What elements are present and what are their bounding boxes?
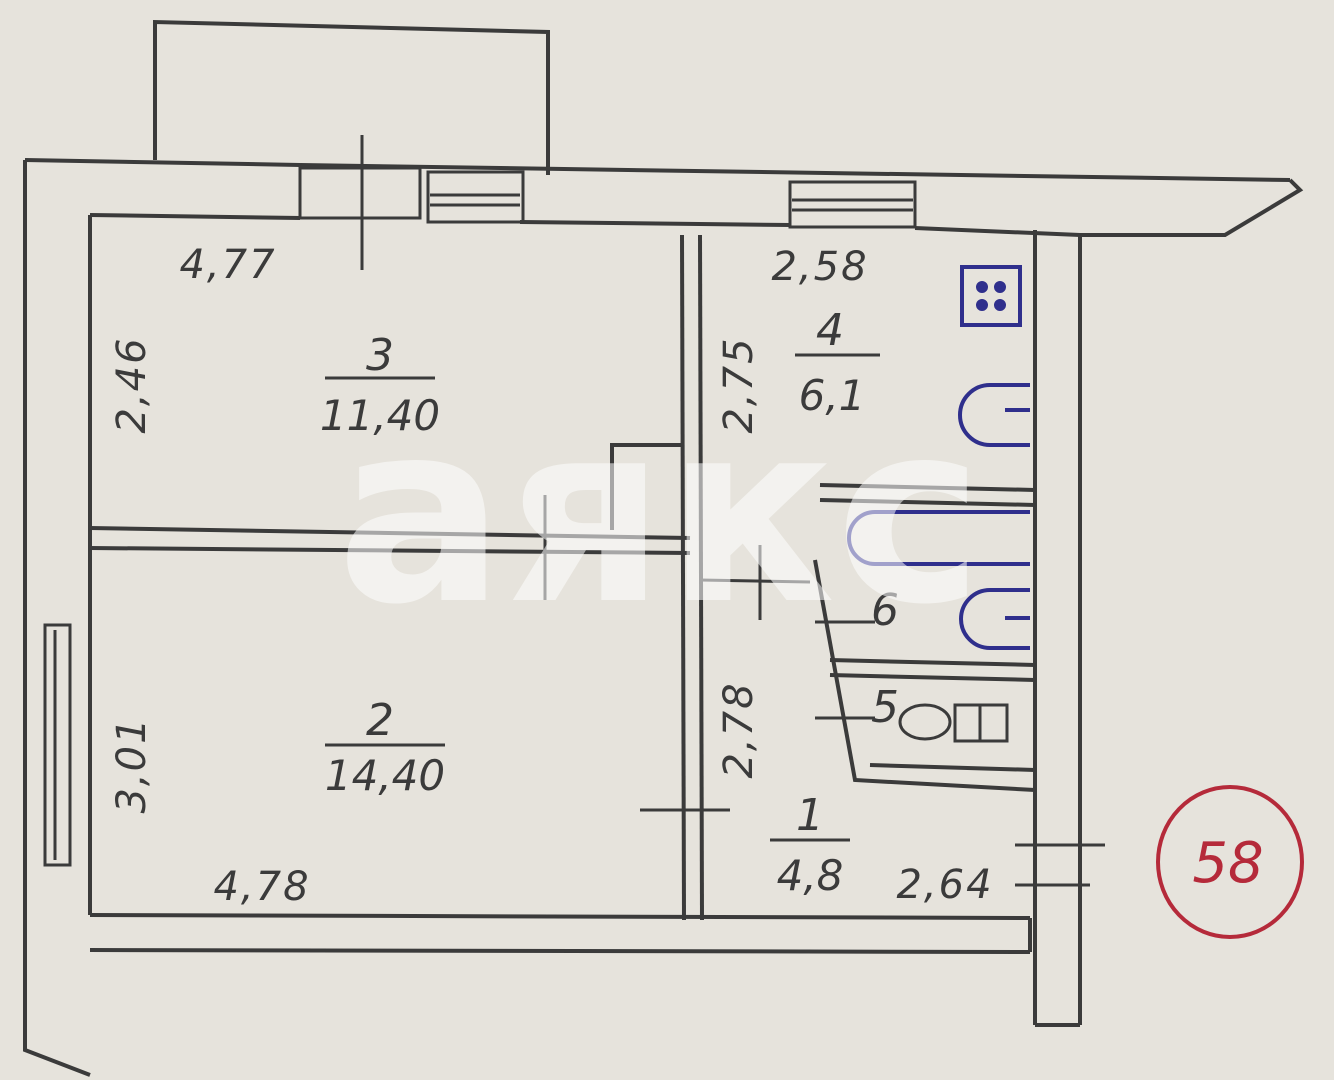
fraction-bars <box>325 353 880 842</box>
bath-wall-bottom-2 <box>829 673 1036 682</box>
stove-icon <box>960 265 1022 327</box>
washbasin-icon <box>959 588 1030 650</box>
wc-wall-diagonal <box>813 559 1036 792</box>
partition-3-2-bottom <box>89 546 691 555</box>
dim-hall-width: 2,64 <box>896 862 993 908</box>
door-marks <box>543 495 1105 887</box>
room-1-area: 4,8 <box>777 851 844 900</box>
dim-room-4-depth: 2,75 <box>716 336 762 433</box>
closet-nook <box>610 443 682 530</box>
walls <box>23 19 1304 1077</box>
room-5-number: 5 <box>871 682 899 733</box>
room-2-number: 2 <box>366 695 394 746</box>
partition-vertical-right <box>698 234 704 921</box>
stamp-circle <box>1156 785 1304 939</box>
bath-wall-top <box>819 483 1036 492</box>
partition-3-2-top <box>89 526 691 540</box>
bath-wall-bottom <box>829 658 1036 667</box>
door-mark-3 <box>699 578 811 584</box>
window-room-3 <box>426 170 525 224</box>
kitchen-sink-icon <box>958 383 1030 447</box>
toilet-bowl <box>898 703 952 741</box>
dim-room-3-width: 4,77 <box>179 242 276 288</box>
room-4-area: 6,1 <box>799 371 866 420</box>
room-3-number: 3 <box>366 330 394 381</box>
stamp-label: 58 <box>1192 831 1263 896</box>
partition-vertical-left <box>680 234 686 921</box>
inner-top-wall-c <box>914 226 1081 237</box>
stove-burner <box>994 281 1006 293</box>
wall-break <box>1080 178 1304 237</box>
bottom-wall-inner <box>89 913 1031 920</box>
stove-burner <box>994 299 1006 311</box>
outer-left-wall <box>23 160 91 1077</box>
watermark-logo: аякс <box>336 368 983 659</box>
stove-burner <box>976 281 988 293</box>
room-4-number: 4 <box>816 305 844 356</box>
room-6-number: 6 <box>871 585 899 636</box>
balcony-door <box>298 166 422 220</box>
room-2-area: 14,40 <box>325 751 445 800</box>
fixtures <box>847 265 1030 650</box>
windows <box>43 135 917 867</box>
dim-room-4-width: 2,58 <box>771 244 868 290</box>
window-room-2 <box>43 623 72 867</box>
window-room-4 <box>788 180 917 229</box>
bottom-wall-outer <box>89 948 1031 954</box>
bath-wall-top-2 <box>819 498 1036 507</box>
outer-top-wall-a <box>24 158 301 167</box>
dim-hall-depth: 2,78 <box>716 681 762 778</box>
dim-room-2-width: 4,78 <box>213 864 310 910</box>
stove-burner <box>976 299 988 311</box>
balcony <box>153 19 550 175</box>
wc-wall-inner <box>869 763 1036 772</box>
toilet-icon <box>898 703 1009 743</box>
room-3-area: 11,40 <box>320 391 440 440</box>
dim-room-3-depth: 2,46 <box>109 336 155 433</box>
dim-room-2-depth: 3,01 <box>109 716 155 813</box>
inner-top-wall-a <box>89 213 301 220</box>
inner-top-wall-b <box>519 220 791 227</box>
room-1-number: 1 <box>796 790 824 841</box>
bathtub-icon <box>847 510 1030 566</box>
outer-top-wall-b <box>299 163 1291 182</box>
